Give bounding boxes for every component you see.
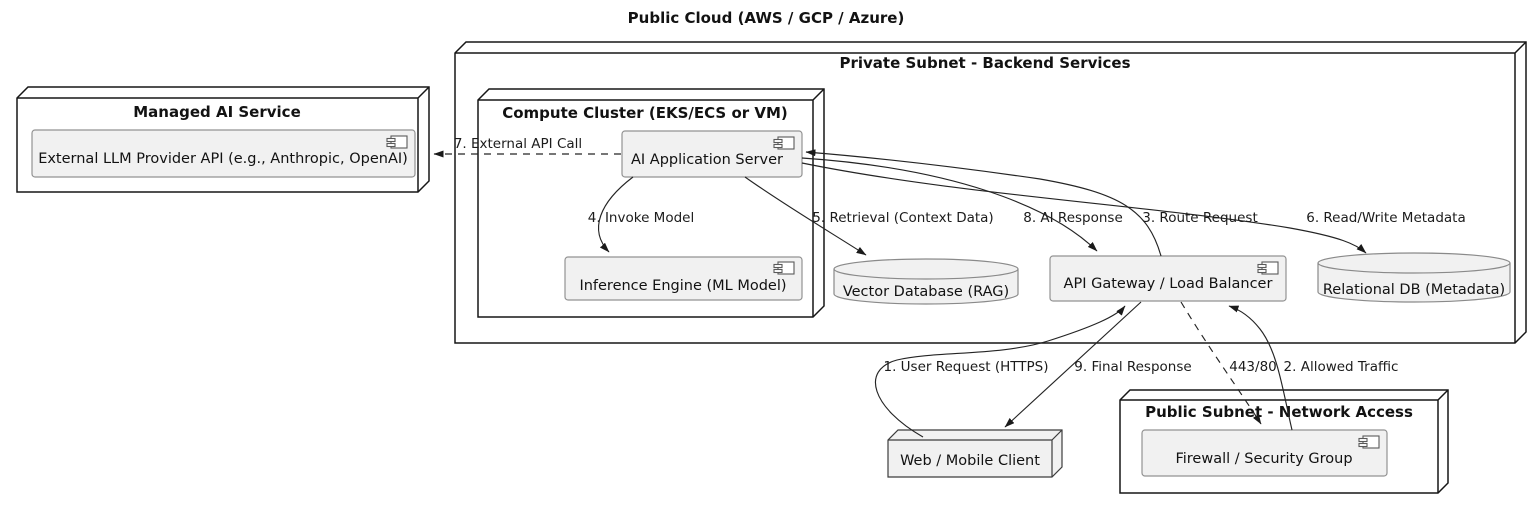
component-icon (1358, 435, 1380, 449)
web-client-label: Web / Mobile Client (900, 453, 1040, 469)
inference-engine-component: Inference Engine (ML Model) (564, 256, 803, 301)
edge-2-allowed-traffic (1228, 305, 1293, 431)
edge-port-443-80 (1180, 301, 1262, 425)
component-icon-tab (386, 137, 396, 143)
managed-ai-service-bevel (17, 86, 430, 192)
inference-engine-label: Inference Engine (ML Model) (579, 278, 786, 294)
component-icon (386, 135, 408, 149)
firewall-box (1141, 429, 1388, 477)
edge-3-label: 3. Route Request (1142, 210, 1258, 226)
edge-4-label: 4. Invoke Model (588, 210, 694, 226)
compute-cluster-node: Compute Cluster (EKS/ECS or VM) AI Appli… (477, 88, 825, 318)
firewall-component: Firewall / Security Group (1141, 429, 1388, 477)
relational-db-top (1317, 252, 1511, 274)
edge-9-label: 9. Final Response (1074, 359, 1191, 375)
edge-1-label: 1. User Request (HTTPS) (883, 359, 1048, 375)
edge-5-label: 5. Retrieval (Context Data) (812, 210, 993, 226)
edge-6-label: 6. Read/Write Metadata (1306, 210, 1466, 226)
managed-ai-service-title: Managed AI Service (133, 103, 301, 121)
relational-db-label: Relational DB (Metadata) (1323, 282, 1505, 298)
edge-labels: 7. External API Call 4. Invoke Model 5. … (454, 136, 1466, 375)
private-subnet-title: Private Subnet - Backend Services (839, 54, 1130, 72)
edges (433, 149, 1367, 438)
component-icon-tab (773, 143, 783, 149)
edge-1-user-request (874, 305, 1126, 438)
public-subnet-bevel (1120, 389, 1449, 493)
edge-3-route-request (805, 149, 1162, 257)
relational-db-body (1317, 263, 1511, 303)
vector-db-database: Vector Database (RAG) (833, 258, 1019, 305)
ai-app-server-label: AI Application Server (631, 152, 783, 168)
web-client-body (887, 429, 1063, 478)
inference-engine-box (564, 256, 803, 301)
component-icon-tab (773, 263, 783, 269)
relational-db-database: Relational DB (Metadata) (1317, 252, 1511, 303)
web-client-node: Web / Mobile Client (887, 429, 1063, 478)
compute-cluster-title: Compute Cluster (EKS/ECS or VM) (502, 104, 788, 122)
api-gateway-component: API Gateway / Load Balancer (1049, 255, 1287, 302)
ai-app-server-box (621, 130, 803, 178)
edge-6-read-write-metadata (801, 162, 1367, 254)
web-client-bevel (888, 429, 1063, 477)
edge-5-retrieval (744, 176, 867, 256)
edge-4-invoke-model (598, 176, 634, 253)
vector-db-label: Vector Database (RAG) (843, 284, 1009, 300)
edge-2-label: 2. Allowed Traffic (1284, 359, 1399, 375)
api-gateway-box (1049, 255, 1287, 302)
component-icon-tab (1358, 437, 1368, 443)
component-icon-tab (1358, 442, 1368, 448)
component-icon-tab (1257, 263, 1267, 269)
component-icon (773, 261, 795, 275)
component-icon (773, 136, 795, 150)
llm-api-label: External LLM Provider API (e.g., Anthrop… (38, 151, 408, 167)
component-icon-tab (773, 138, 783, 144)
edge-port-label: 443/80 (1229, 359, 1277, 375)
diagram-title: Public Cloud (AWS / GCP / Azure) (628, 9, 905, 27)
llm-api-box (31, 129, 416, 178)
edge-8-label: 8. AI Response (1023, 210, 1123, 226)
component-icon-tab (1257, 268, 1267, 274)
public-subnet-title: Public Subnet - Network Access (1145, 403, 1413, 421)
managed-ai-service-node: Managed AI Service External LLM Provider… (16, 86, 430, 193)
ai-app-server-component: AI Application Server (621, 130, 803, 178)
component-icon (1257, 261, 1279, 275)
public-subnet-node: Public Subnet - Network Access Firewall … (1119, 389, 1449, 494)
edge-7-label: 7. External API Call (454, 136, 582, 152)
component-icon-tab (386, 142, 396, 148)
private-subnet-bevel (455, 41, 1527, 343)
vector-db-top (833, 258, 1019, 280)
firewall-label: Firewall / Security Group (1175, 451, 1352, 467)
component-icon-tab (773, 268, 783, 274)
compute-cluster-bevel (478, 88, 825, 317)
edge-9-final-response (1004, 301, 1142, 428)
llm-api-component: External LLM Provider API (e.g., Anthrop… (31, 129, 416, 178)
api-gateway-label: API Gateway / Load Balancer (1064, 276, 1273, 292)
